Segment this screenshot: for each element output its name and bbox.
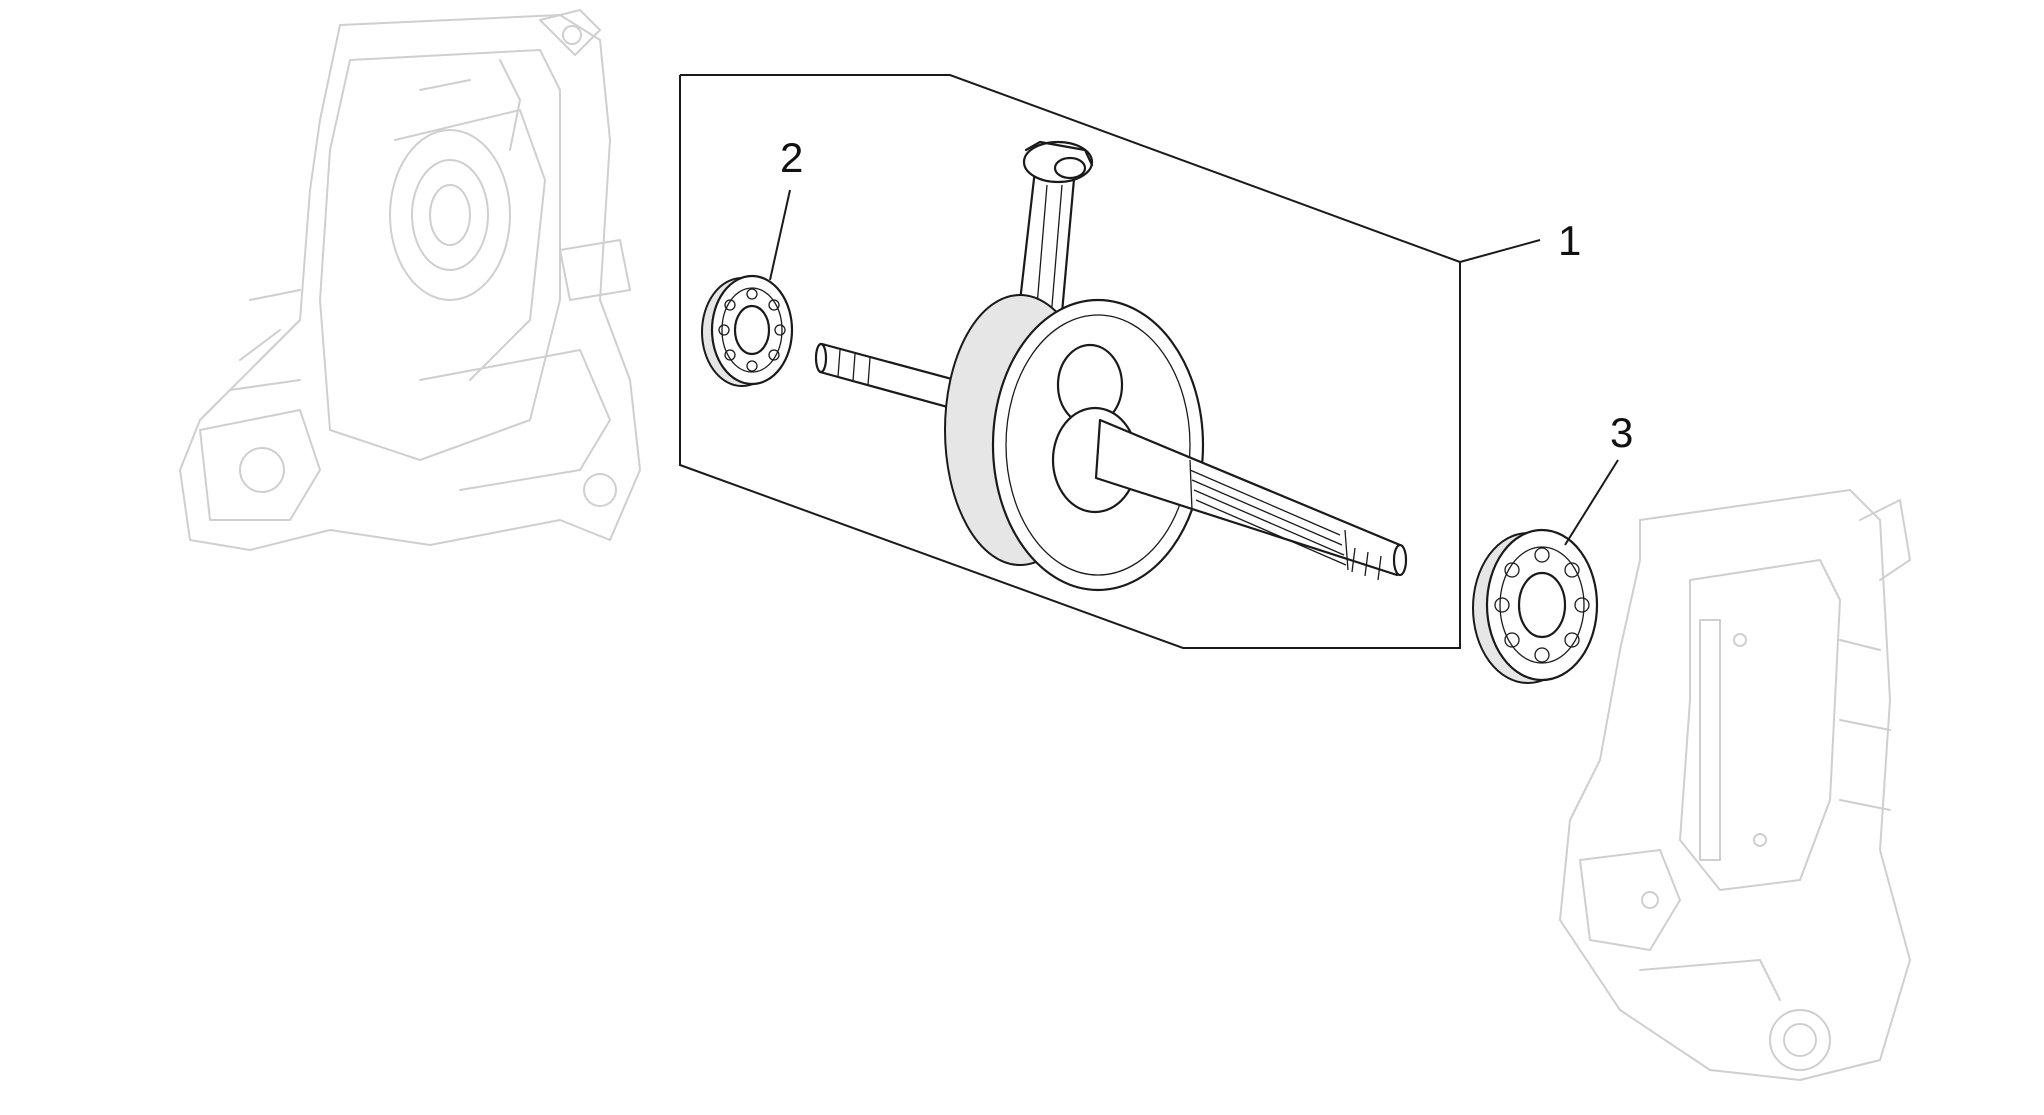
callout-label-2: 2 <box>780 134 803 181</box>
callout-label-1: 1 <box>1558 217 1581 264</box>
ball-bearing-right <box>1472 528 1599 684</box>
left-crankcase-ghost <box>179 9 641 551</box>
leader-lines <box>769 189 1619 546</box>
callout-label-3: 3 <box>1610 409 1633 456</box>
assembly-bracket <box>679 74 1461 649</box>
right-crankcase-ghost <box>1559 489 1911 1081</box>
crankshaft-assembly <box>814 140 1408 592</box>
ball-bearing-left <box>701 274 794 387</box>
